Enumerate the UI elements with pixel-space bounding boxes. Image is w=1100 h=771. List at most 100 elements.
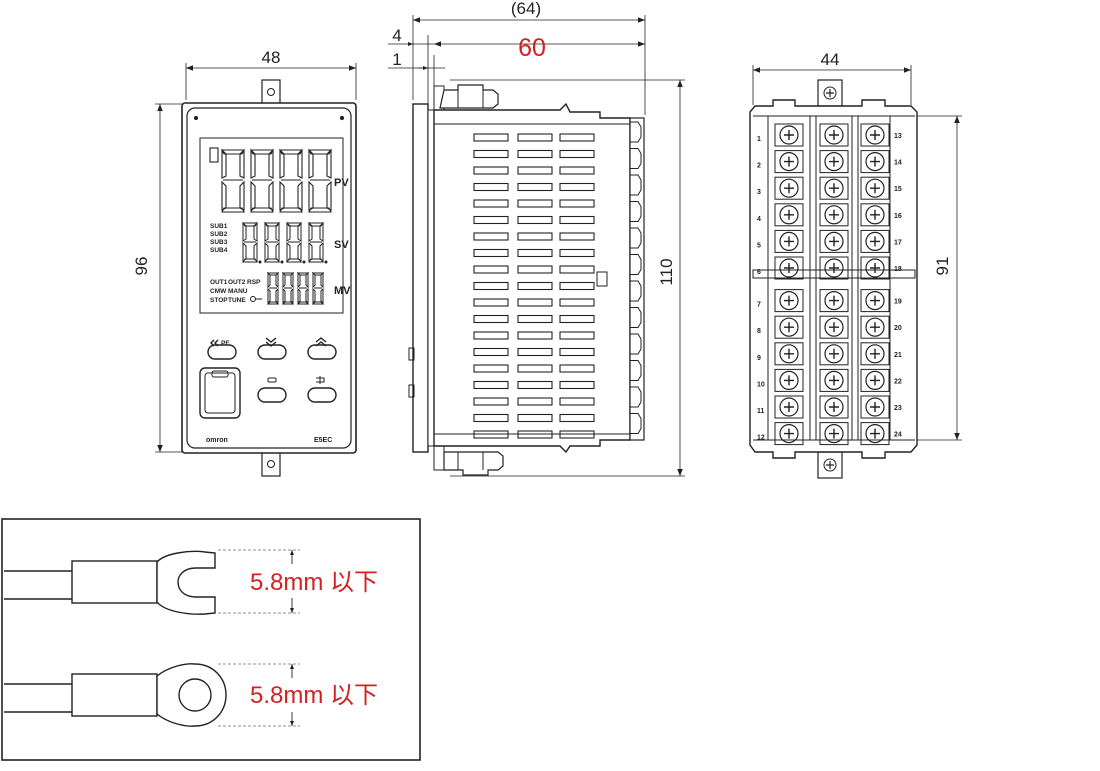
terminal-number-right: 23 bbox=[894, 405, 902, 412]
terminal-number-left: 3 bbox=[757, 189, 761, 196]
terminal-number-right: 20 bbox=[894, 325, 902, 332]
terminal-screw bbox=[774, 368, 804, 392]
vent-slot bbox=[559, 199, 595, 208]
terminal-screw bbox=[774, 289, 804, 313]
terminal-number-right: 13 bbox=[894, 133, 902, 140]
terminal-bump bbox=[630, 174, 642, 196]
pf-key[interactable] bbox=[207, 344, 237, 360]
vent-slot bbox=[559, 215, 595, 225]
vent-slot bbox=[473, 347, 509, 357]
sv-label: SV bbox=[334, 239, 349, 251]
fork-spec-label: 5.8mm 以下 bbox=[250, 569, 378, 596]
vent-slot bbox=[517, 347, 553, 357]
terminal-bump bbox=[630, 280, 642, 302]
vent-slot bbox=[517, 265, 553, 274]
rsp-label: RSP bbox=[247, 279, 261, 286]
terminal-bump bbox=[630, 333, 642, 355]
vent-slot bbox=[559, 380, 595, 390]
mode-key[interactable] bbox=[257, 387, 287, 403]
terminal-screw bbox=[860, 203, 890, 227]
terminal-bump bbox=[630, 360, 642, 381]
terminal-screw bbox=[819, 123, 849, 147]
vent-slot bbox=[473, 182, 509, 192]
brand-label: omron bbox=[206, 437, 228, 444]
vent-slot bbox=[559, 166, 595, 175]
vent-slot bbox=[473, 298, 509, 307]
terminal-number-left: 9 bbox=[757, 355, 761, 362]
vent-slot bbox=[473, 265, 509, 274]
vent-slot bbox=[517, 133, 553, 142]
vent-slot bbox=[517, 215, 553, 225]
terminal-number-right: 17 bbox=[894, 239, 902, 246]
vent-slot bbox=[517, 182, 553, 192]
terminal-number-left: 8 bbox=[757, 328, 761, 335]
key-icon bbox=[250, 296, 262, 302]
vent-slot bbox=[517, 397, 553, 406]
side-gap-label: 1 bbox=[392, 50, 401, 69]
vent-slot bbox=[517, 281, 553, 291]
terminal-screw bbox=[819, 395, 849, 419]
front-view: PV SUB1 SUB2 SUB3 SUB4 SV OUT1 OUT2 RSP … bbox=[155, 63, 357, 477]
rear-terminal-screws bbox=[774, 123, 890, 446]
vent-slot bbox=[473, 430, 509, 439]
up-key[interactable] bbox=[307, 344, 337, 360]
vent-slot bbox=[473, 133, 509, 142]
side-total-depth-label: (64) bbox=[511, 0, 541, 18]
terminal-screw bbox=[819, 203, 849, 227]
terminal-screw bbox=[774, 315, 804, 339]
sub3-label: SUB3 bbox=[210, 239, 228, 246]
vent-slot bbox=[517, 232, 553, 241]
side-terminal-bumps bbox=[630, 121, 642, 434]
terminal-screw bbox=[774, 422, 804, 446]
terminal-screw bbox=[860, 150, 890, 174]
terminal-screw bbox=[860, 368, 890, 392]
terminal-bump bbox=[630, 254, 642, 275]
vent-slot bbox=[473, 314, 509, 324]
vent-slot bbox=[559, 182, 595, 192]
model-label: E5EC bbox=[314, 437, 332, 444]
vent-slot bbox=[559, 265, 595, 274]
down-chevron-icon bbox=[265, 337, 277, 347]
terminal-number-left: 2 bbox=[757, 163, 761, 170]
out1-label: OUT1 bbox=[210, 279, 228, 286]
enter-icon bbox=[316, 376, 325, 384]
side-height-label: 110 bbox=[657, 258, 676, 285]
tune-label: TUNE bbox=[228, 297, 246, 304]
enter-key[interactable] bbox=[307, 387, 337, 403]
terminal-number-left: 11 bbox=[757, 408, 765, 415]
mode-icon bbox=[267, 377, 277, 383]
terminal-number-right: 14 bbox=[894, 160, 902, 167]
vent-slot bbox=[559, 331, 595, 340]
terminal-screw bbox=[774, 150, 804, 174]
terminal-screw bbox=[860, 229, 890, 253]
terminal-number-right: 21 bbox=[894, 352, 902, 359]
terminal-screw bbox=[819, 229, 849, 253]
rear-width-label: 44 bbox=[821, 50, 840, 69]
vent-slot bbox=[559, 232, 595, 241]
vent-slot bbox=[517, 298, 553, 307]
terminal-screw bbox=[860, 289, 890, 313]
fork-terminal bbox=[4, 550, 216, 615]
vent-slot bbox=[517, 364, 553, 373]
terminal-screw bbox=[819, 422, 849, 446]
terminal-number-left: 4 bbox=[757, 216, 761, 223]
terminal-screw bbox=[860, 395, 890, 419]
vent-slot bbox=[559, 397, 595, 406]
terminal-bump bbox=[630, 386, 642, 408]
terminal-number-right: 19 bbox=[894, 299, 902, 306]
vent-slot bbox=[559, 413, 595, 423]
vent-slot bbox=[473, 380, 509, 390]
terminal-screw bbox=[819, 315, 849, 339]
down-key[interactable] bbox=[257, 344, 287, 360]
terminal-bump bbox=[630, 307, 642, 328]
port-cover bbox=[199, 367, 241, 419]
terminal-number-right: 22 bbox=[894, 378, 902, 385]
vent-slot bbox=[517, 166, 553, 175]
terminal-number-right: 16 bbox=[894, 213, 902, 220]
vent-slot bbox=[559, 281, 595, 291]
terminal-bump bbox=[630, 227, 642, 249]
vent-slot bbox=[473, 397, 509, 406]
terminal-number-left: 10 bbox=[757, 381, 765, 388]
terminal-screw bbox=[774, 203, 804, 227]
